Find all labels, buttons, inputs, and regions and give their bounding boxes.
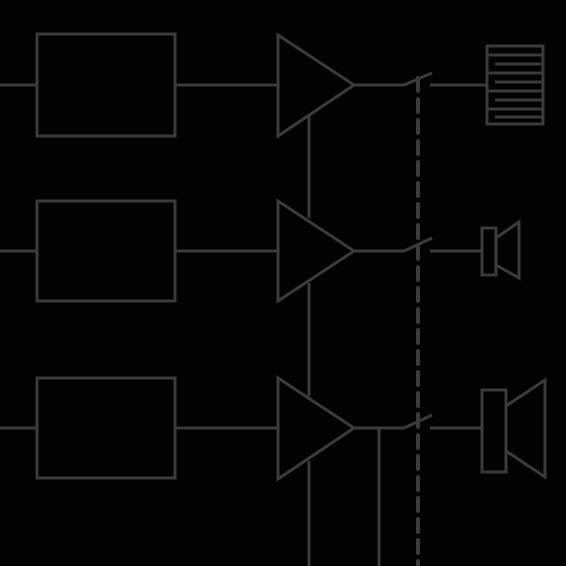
tweeter-array-icon (485, 44, 545, 126)
processing-block-2 (35, 199, 177, 303)
amplifier-triangle-3 (276, 375, 357, 482)
amplifier-triangle-2 (276, 198, 357, 304)
large-speaker-icon (480, 377, 547, 480)
processing-block-1 (35, 32, 177, 138)
channel-2 (0, 198, 521, 304)
amplifier-triangle-1 (276, 32, 357, 139)
small-speaker-icon (480, 219, 521, 281)
channel-3 (0, 375, 547, 566)
processing-block-3 (35, 376, 177, 480)
channel-1 (0, 32, 545, 139)
